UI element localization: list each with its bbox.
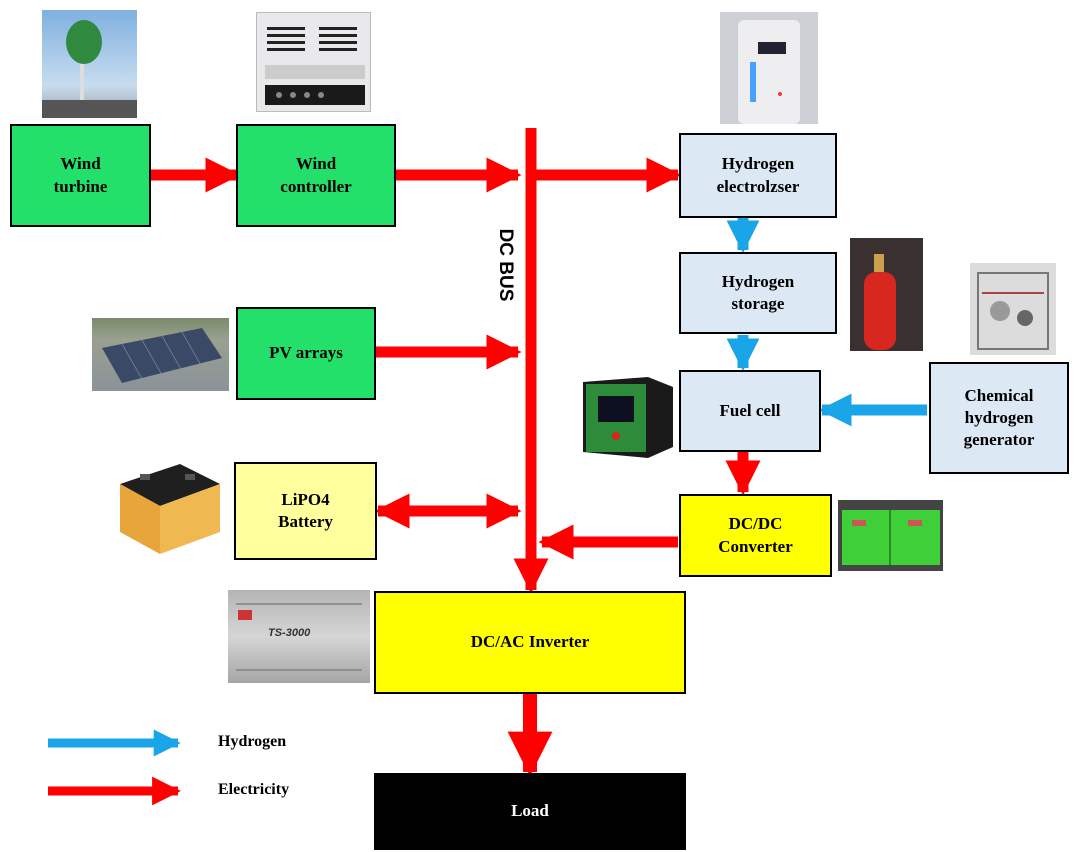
electrolyzer-photo (720, 12, 818, 124)
pv-arrays-box: PV arrays (236, 307, 376, 400)
solar-panel-icon (102, 328, 222, 383)
inverter-label: DC/AC Inverter (470, 632, 590, 652)
dcdc-converter-box: DC/DC Converter (679, 494, 832, 577)
pv-arrays-photo (92, 318, 229, 391)
pv-arrays-label: PV arrays (269, 343, 343, 363)
chemical-generator-box: Chemical hydrogen generator (929, 362, 1069, 474)
converter-icon (842, 510, 940, 565)
electrolyzer-icon (738, 20, 800, 124)
storage-box: Hydrogen storage (679, 252, 837, 334)
load-label: Load (511, 801, 549, 821)
fuel-cell-photo (578, 372, 675, 458)
chemical-generator-photo (970, 263, 1056, 355)
dcdc-converter-photo (838, 500, 943, 571)
gas-cylinder-icon (864, 254, 896, 350)
wind-turbine-box: Wind turbine (10, 124, 151, 227)
electrolyzer-box: Hydrogen electrolzser (679, 133, 837, 218)
inverter-icon: TS-3000 (236, 603, 362, 671)
controller-icon (265, 27, 365, 105)
hydrogen-cylinder-photo (850, 238, 923, 351)
legend-hydrogen-label: Hydrogen (218, 733, 287, 750)
battery-photo (110, 444, 230, 560)
wind-turbine-photo (42, 10, 137, 118)
legend-electricity-label: Electricity (218, 781, 290, 798)
generator-icon (977, 272, 1049, 350)
dc-bus-label: DC BUS (475, 210, 535, 320)
inverter-model-text: TS-3000 (268, 627, 311, 639)
battery-label: LiPO4 Battery (278, 489, 333, 531)
wind-turbine-label: Wind turbine (53, 154, 108, 196)
load-box: Load (374, 773, 686, 850)
electrolyzer-label: Hydrogen electrolzser (716, 154, 800, 196)
wind-controller-box: Wind controller (236, 124, 396, 227)
battery-icon (120, 464, 220, 554)
dc-bus-label-text: DC BUS (495, 228, 516, 302)
inverter-box: DC/AC Inverter (374, 591, 686, 694)
fuel-cell-icon (583, 377, 673, 458)
wind-turbine-icon (42, 20, 137, 118)
wind-controller-photo (256, 12, 371, 112)
storage-label: Hydrogen storage (721, 271, 795, 313)
chemical-generator-label: Chemical hydrogen generator (963, 385, 1035, 450)
fuel-cell-box: Fuel cell (679, 370, 821, 452)
dcdc-converter-label: DC/DC Converter (718, 514, 793, 556)
fuel-cell-label: Fuel cell (719, 400, 781, 420)
battery-box: LiPO4 Battery (234, 462, 377, 560)
wind-controller-label: Wind controller (280, 154, 352, 196)
inverter-photo: TS-3000 (228, 590, 370, 683)
